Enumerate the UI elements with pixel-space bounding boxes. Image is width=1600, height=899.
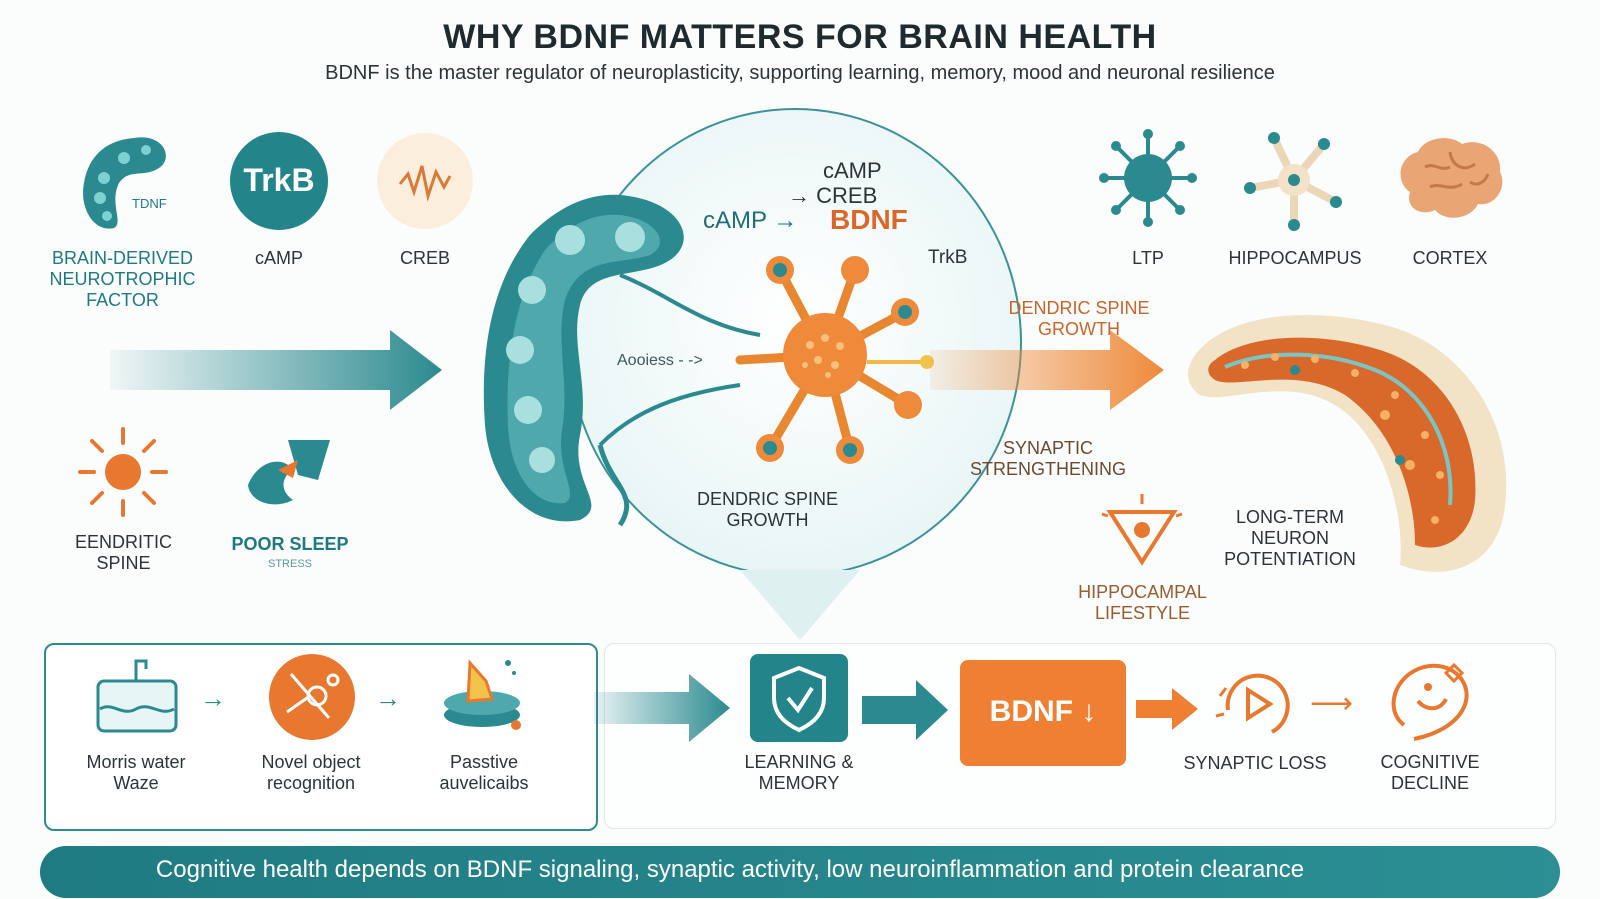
bdnf-icon-text: TDNF [132,196,167,211]
bdnf-down-box [960,660,1126,766]
shield-check-icon [750,654,848,742]
pathway-arrow-3 [1136,688,1198,730]
synaptic-loss-icon [1215,673,1290,734]
aooiess-label: Aooiess [617,352,674,369]
orange-flow-arrow [930,330,1164,410]
bdnf-molecule-icon [83,137,166,229]
camp-top: cAMP [823,158,882,183]
hippocampus-section-icon [1188,315,1507,572]
orange-neuron-icon [735,256,934,464]
bdnf-center: BDNF [830,204,908,235]
long-term-label: LONG-TERM NEURON POTENTIATION [1224,507,1356,569]
teal-neuron-icon [483,194,761,527]
bdnf-down-text: BDNF ↓ [989,695,1097,728]
camp-mid: cAMP [703,207,767,234]
spine-label: EENDRITIC SPINE [74,532,172,573]
test-label-2: Novel object recognition [261,752,361,793]
sleep-sub: STRESS [267,558,312,570]
footer-banner [40,846,1560,898]
camp-label: cAMP [254,248,303,268]
hippocampal-lifestyle-label: HIPPOCAMPAL LIFESTYLE [1078,582,1207,623]
test-label-1: Morris water Waze [86,752,186,793]
creb-wave-icon [377,133,473,229]
hippocampus-label: HIPPOCAMPUS [1228,248,1362,268]
pathway-arrow-1 [594,674,730,742]
novel-object-icon [269,654,355,740]
water-maze-icon [96,659,178,733]
creb-top: CREB [816,183,878,208]
trkb-circle-icon [230,132,328,230]
footer-text: Cognitive health depends on BDNF signali… [155,856,1305,883]
sun-icon [78,427,168,517]
trkb-icon-text: TrkB [243,162,315,198]
pathway-arrow-2 [862,680,948,740]
cognitive-decline-label: COGNITIVE DECLINE [1380,752,1480,793]
page-subtitle: BDNF is the master regulator of neuropla… [325,62,1275,84]
test-arrow-2: → [375,683,401,713]
trkb-center: TrkB [928,247,968,268]
page-title: WHY BDNF MATTERS FOR BRAIN HEALTH [443,18,1157,56]
brain-icon [1400,138,1503,218]
lifestyle-triangle-icon [1101,494,1183,566]
cognitive-decline-icon [1391,662,1469,741]
pathway-arrow-4: ⟶ [1310,687,1354,720]
test-label-3: Passtive auvelicaibs [439,752,529,793]
synaptic-loss-label: SYNAPTIC LOSS [1183,753,1327,773]
test-arrow-1: → [200,683,226,713]
creb-label: CREB [399,248,450,268]
center-dendric-growth: DENDRIC SPINE GROWTH [696,489,839,530]
left-flow-arrow [110,330,442,410]
learning-memory-label: LEARNING & MEMORY [744,752,854,793]
sleep-icon [248,440,330,505]
ltp-label: LTP [1132,248,1164,268]
cortex-label: CORTEX [1412,248,1488,268]
dendric-spine-growth-label: DENDRIC SPINE GROWTH [1008,298,1150,339]
sleep-label: POOR SLEEP [231,534,349,554]
virus-icon [1099,129,1197,227]
passive-avoidance-icon [444,659,521,730]
circle-pointer [740,570,860,640]
synaptic-strengthening-label: SYNAPTIC STRENGTHENING [969,438,1126,479]
bdnf-label: BRAIN-DERIVED NEUROTROPHIC FACTOR [49,248,196,310]
neuron-star-icon [1244,132,1342,231]
